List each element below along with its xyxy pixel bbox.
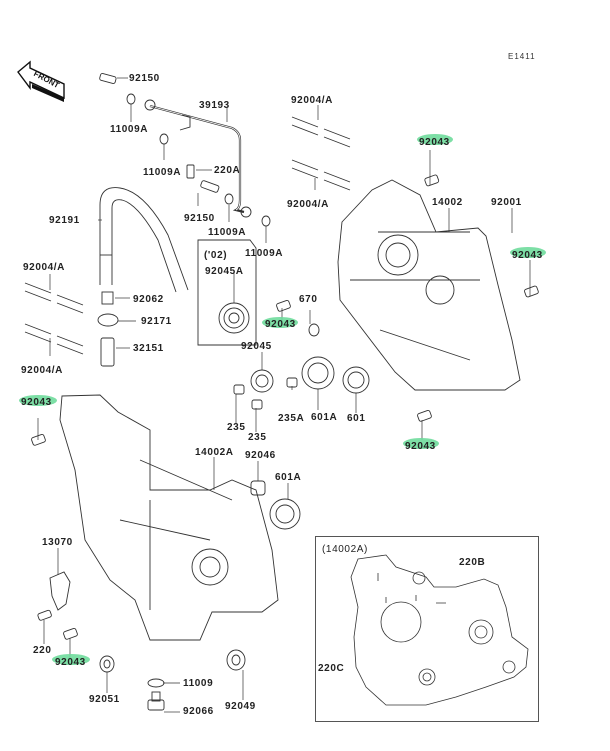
part-label-11009a[interactable]: 11009A	[143, 167, 182, 178]
part-label-92004a[interactable]: 92004/A	[287, 199, 330, 210]
diagram-code: E1411	[508, 52, 536, 61]
part-label-92001[interactable]: 92001	[491, 197, 522, 208]
drain-plug-92066	[147, 691, 165, 711]
highlight-92043	[262, 317, 298, 328]
bracket-13070	[49, 571, 71, 611]
part-label-92043[interactable]: 92043	[265, 319, 296, 330]
part-label-11009a[interactable]: 11009A	[208, 227, 247, 238]
part-label-92043[interactable]: 92043	[405, 441, 436, 452]
part-label-601a[interactable]: 601A	[311, 412, 338, 423]
highlight-92043	[417, 134, 453, 145]
part-label-220a[interactable]: 220A	[214, 165, 241, 176]
part-label-92150[interactable]: 92150	[129, 73, 160, 84]
bearings	[250, 356, 370, 530]
breather-pipe-39193	[144, 99, 252, 218]
part-label-11009a[interactable]: 11009A	[110, 124, 149, 135]
bolt-92150-top	[99, 73, 117, 84]
part-label-92171[interactable]: 92171	[141, 316, 172, 327]
part-label-11009a[interactable]: 11009A	[245, 248, 284, 259]
studs-92004a	[24, 116, 351, 355]
part-label-92045[interactable]: 92045	[241, 341, 272, 352]
leader-lines	[37, 77, 531, 713]
part-label-92046[interactable]: 92046	[245, 450, 276, 461]
part-label-92062[interactable]: 92062	[133, 294, 164, 305]
part-label-235[interactable]: 235	[248, 432, 267, 443]
inset-crankcase-drawing	[350, 554, 529, 706]
highlight-92043	[403, 438, 439, 449]
hose-92191	[99, 187, 189, 293]
fitting-32151	[100, 337, 115, 367]
part-label-92191[interactable]: 92191	[49, 215, 80, 226]
highlight-92043	[510, 247, 546, 258]
part-label-14002[interactable]: 14002	[432, 197, 463, 208]
part-label-92150[interactable]: 92150	[184, 213, 215, 224]
bearing-group-note: ('02)	[204, 250, 228, 261]
part-label-14002a[interactable]: 14002A	[195, 447, 234, 458]
part-label-13070[interactable]: 13070	[42, 537, 73, 548]
part-label-670[interactable]: 670	[299, 294, 318, 305]
part-label-601[interactable]: 601	[347, 413, 366, 424]
inset-title: (14002A)	[322, 544, 368, 555]
part-label-220b[interactable]: 220B	[459, 557, 486, 568]
front-arrow-icon: FRONT	[17, 60, 65, 102]
part-label-220c[interactable]: 220C	[318, 663, 345, 674]
part-label-92045a[interactable]: 92045A	[205, 266, 244, 277]
part-label-92043[interactable]: 92043	[55, 657, 86, 668]
part-label-32151[interactable]: 32151	[133, 343, 164, 354]
plugs-235	[233, 377, 298, 410]
part-label-92004a[interactable]: 92004/A	[23, 262, 66, 273]
part-label-92043[interactable]: 92043	[512, 250, 543, 261]
part-label-220[interactable]: 220	[33, 645, 52, 656]
part-label-92043[interactable]: 92043	[21, 397, 52, 408]
seals	[99, 649, 246, 688]
bolt-220	[37, 609, 52, 621]
highlight-92043	[52, 654, 90, 665]
part-label-601a[interactable]: 601A	[275, 472, 302, 483]
crankcase-right-14002	[337, 179, 521, 391]
fitting-92062	[101, 291, 114, 305]
part-label-92066[interactable]: 92066	[183, 706, 214, 717]
dowel-pins-92043	[31, 174, 539, 640]
inset-panel-14002a: (14002A) 220B 220C	[315, 536, 539, 722]
bolt-92150-mid	[200, 180, 220, 193]
part-label-235[interactable]: 235	[227, 422, 246, 433]
highlight-92043	[19, 395, 57, 406]
clamp-92171	[97, 313, 119, 327]
oring-670	[308, 323, 320, 337]
part-label-235a[interactable]: 235A	[278, 413, 305, 424]
part-label-92004a[interactable]: 92004/A	[21, 365, 64, 376]
part-label-11009[interactable]: 11009	[183, 678, 214, 689]
part-label-92004a[interactable]: 92004/A	[291, 95, 334, 106]
bolt-220a	[186, 164, 195, 179]
part-label-92043[interactable]: 92043	[419, 137, 450, 148]
part-label-39193[interactable]: 39193	[199, 100, 230, 111]
crankcase-left-14002a	[59, 394, 279, 641]
part-label-92049[interactable]: 92049	[225, 701, 256, 712]
part-label-92051[interactable]: 92051	[89, 694, 120, 705]
